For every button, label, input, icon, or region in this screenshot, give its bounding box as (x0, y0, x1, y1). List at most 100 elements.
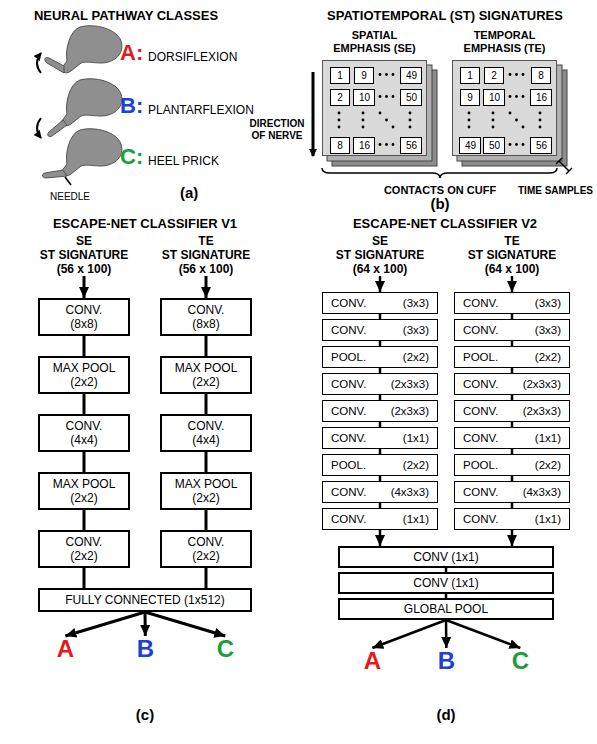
layer-box: CONV.(8x8) (38, 298, 130, 336)
connector (379, 276, 382, 292)
class-letter: C (217, 635, 234, 662)
layer-label: (2x2) (192, 491, 219, 505)
layer-label: (2x2) (535, 459, 561, 471)
connector (205, 276, 208, 298)
output-class: C (506, 648, 534, 674)
contact-cell: 50 (483, 137, 505, 154)
layer-label: CONV. (188, 303, 225, 317)
layer-box: MAX POOL(2x2) (160, 472, 252, 510)
layer-box: CONV.(4x3x3) (322, 481, 438, 503)
layer-box: CONV. (1x1) (322, 508, 438, 530)
layer-box: POOL.(2x2) (454, 346, 570, 368)
contact-number: 2 (337, 92, 343, 103)
layer-box: CONV.(3x3) (322, 319, 438, 341)
nerve-direction-arrow (312, 72, 315, 156)
layer-label: (2x3x3) (523, 405, 561, 417)
layer-label: CONV. (463, 324, 498, 336)
connector (205, 452, 208, 472)
layer-label: (4x4) (70, 433, 97, 447)
layer-label: (2x2) (70, 491, 97, 505)
input-signature: SEST SIGNATURE (64 x 100) (326, 234, 434, 276)
layer-label: POOL. (463, 351, 498, 363)
layer-label: (2x2) (70, 375, 97, 389)
contacts-brace (322, 168, 557, 178)
ellipsis-dot (362, 119, 365, 122)
layer-label: (2x2) (192, 549, 219, 563)
figure-label: HEEL PRICK (148, 154, 219, 168)
layer-box: POOL.(2x2) (322, 454, 438, 476)
contact-number: 1 (337, 70, 343, 81)
ellipsis-dot (468, 119, 471, 122)
contact-number: 9 (467, 92, 473, 103)
contact-number: 50 (489, 140, 500, 151)
connector (511, 276, 514, 292)
layer-box: CONV.(4x4) (160, 414, 252, 452)
ellipsis-dot (515, 73, 518, 76)
layer-box: POOL.(2x2) (454, 454, 570, 476)
figure-label: ESCAPE-NET CLASSIFIER V2 (353, 216, 537, 231)
layer-label: (2x2) (403, 351, 429, 363)
layer-label: CONV. (331, 432, 366, 444)
layer-label: (2x3x3) (391, 378, 429, 390)
contact-cell: 2 (484, 67, 504, 84)
label-holder: HEEL PRICK (148, 151, 219, 169)
connector (83, 510, 86, 530)
layer-box: CONV.(2x3x3) (454, 373, 570, 395)
class-letter: A (364, 647, 381, 674)
layer-box: CONV. (1x1) (322, 427, 438, 449)
label-holder: B: (120, 93, 143, 119)
ellipsis-dot (338, 112, 341, 115)
connector (83, 568, 86, 588)
layer-box: CONV.(2x2) (160, 530, 252, 568)
connector (144, 612, 147, 636)
layer-label: (1x1) (403, 432, 429, 444)
layer-label: CONV (1x1) (413, 576, 478, 590)
contact-cell: 10 (483, 89, 505, 106)
label-holder: DIRECTION OF NERVE (246, 118, 308, 142)
contact-cell: 8 (330, 137, 350, 154)
contact-cell: 49 (400, 67, 422, 84)
figure-label: TIME SAMPLES (518, 185, 593, 196)
output-class: A (51, 636, 79, 662)
signature-text: TE (152, 234, 260, 248)
label-holder: PLANTARFLEXION (148, 100, 254, 118)
ellipsis-dot (509, 73, 512, 76)
layer-label: GLOBAL POOL (404, 602, 488, 616)
class-letter: B (137, 635, 154, 662)
figure-label: ESCAPE-NET CLASSIFIER V1 (53, 216, 237, 231)
signature-panel: SPATIAL EMPHASIS (SE)19492105081656 (322, 60, 427, 156)
layer-label: CONV. (331, 297, 366, 309)
panel-heading: SPATIAL EMPHASIS (SE) (329, 29, 421, 55)
layer-box: FULLY CONNECTED (1x512) (38, 588, 252, 612)
ellipsis-dot (509, 143, 512, 146)
ellipsis-dot (522, 73, 525, 76)
figure-label: SPATIOTEMPORAL (ST) SIGNATURES (327, 8, 563, 23)
contact-cell: 1 (330, 67, 350, 84)
ellipsis-dot (392, 126, 395, 129)
layer-label: CONV. (331, 513, 366, 525)
layer-label: CONV. (188, 535, 225, 549)
layer-label: CONV (1x1) (413, 550, 478, 564)
contact-cell: 8 (531, 67, 551, 84)
layer-box: MAX POOL(2x2) (38, 356, 130, 394)
ellipsis-dot (362, 112, 365, 115)
contact-number: 2 (491, 70, 497, 81)
layer-label: (8x8) (192, 317, 219, 331)
layer-label: (2x3x3) (391, 405, 429, 417)
contact-cell: 50 (400, 89, 422, 106)
layer-label: (3x3) (403, 324, 429, 336)
layer-box: CONV.(4x4) (38, 414, 130, 452)
signature-text: ST SIGNATURE (56 x 100) (152, 248, 260, 276)
layer-label: CONV. (188, 419, 225, 433)
output-class: B (131, 636, 159, 662)
figure-label: (b) (430, 195, 449, 212)
ellipsis-dot (522, 95, 525, 98)
layer-label: CONV. (463, 378, 498, 390)
ellipsis-dot (522, 143, 525, 146)
label-holder: SPATIOTEMPORAL (ST) SIGNATURES (300, 6, 590, 24)
layer-label: CONV. (463, 513, 498, 525)
signature-text: SE (326, 234, 434, 248)
figure-label: CONTACTS ON CUFF (384, 184, 496, 196)
layer-label: (1x1) (403, 513, 429, 525)
layer-box: CONV.(2x3x3) (454, 400, 570, 422)
